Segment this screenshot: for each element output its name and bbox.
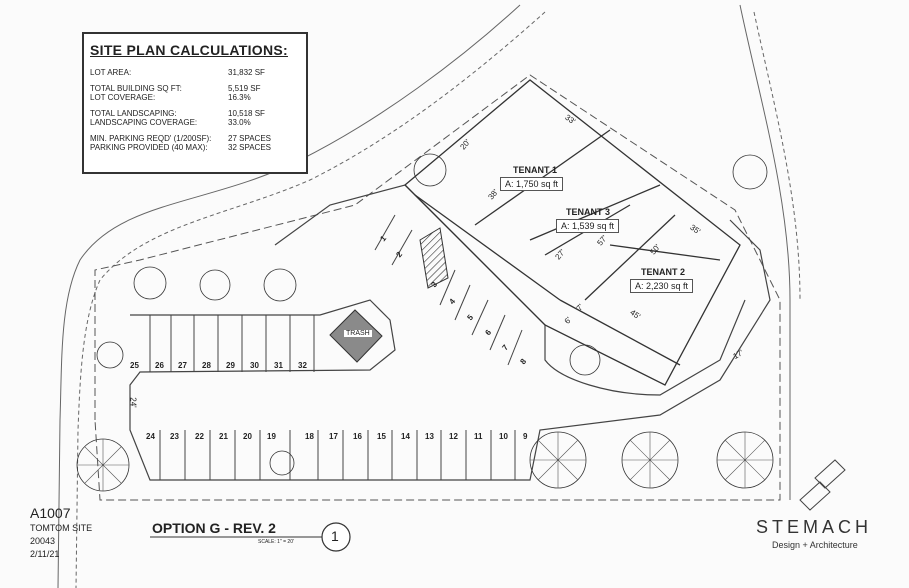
stemach-logo-icon xyxy=(799,459,846,511)
calc-row-landscaping-coverage: LANDSCAPING COVERAGE: 33.0% xyxy=(90,118,300,127)
parking-number: 28 xyxy=(202,361,211,370)
parking-number: 16 xyxy=(353,432,362,441)
project-number: 20043 xyxy=(30,536,56,546)
calc-row-min-parking: MIN. PARKING REQD' (1/200SF): 27 SPACES xyxy=(90,134,300,143)
calc-label: LOT COVERAGE: xyxy=(90,93,156,102)
parking-number: 12 xyxy=(449,432,458,441)
drawing-date: 2/11/21 xyxy=(30,549,60,559)
firm-tagline: Design + Architecture xyxy=(772,540,858,550)
parking-number: 15 xyxy=(377,432,386,441)
tree-icon xyxy=(732,154,768,190)
calculations-title: SITE PLAN CALCULATIONS: xyxy=(90,42,288,58)
inner-drive xyxy=(274,184,746,396)
hatched-ramp xyxy=(419,227,449,289)
calc-label: MIN. PARKING REQD' (1/200SF): xyxy=(90,134,212,143)
parking-number: 22 xyxy=(195,432,204,441)
calc-value: 33.0% xyxy=(228,118,251,127)
parking-number: 14 xyxy=(401,432,410,441)
drawing-number: 1 xyxy=(331,528,339,544)
calc-value: 31,832 SF xyxy=(228,68,265,77)
calc-value: 5,519 SF xyxy=(228,84,261,93)
property-line xyxy=(94,74,781,501)
parking-number: 29 xyxy=(226,361,235,370)
parking-number: 20 xyxy=(243,432,252,441)
parking-number: 21 xyxy=(219,432,228,441)
calc-row-lot-coverage: LOT COVERAGE: 16.3% xyxy=(90,93,300,102)
calc-value: 16.3% xyxy=(228,93,251,102)
calc-label: TOTAL BUILDING SQ FT: xyxy=(90,84,182,93)
tenant-2-label: TENANT 2 xyxy=(641,267,686,277)
calc-label: TOTAL LANDSCAPING: xyxy=(90,109,177,118)
project-name: TOMTOM SITE xyxy=(30,523,93,533)
firm-name: STEMACH xyxy=(756,517,873,537)
calc-value: 32 SPACES xyxy=(228,143,271,152)
tenant-2-area: A: 2,230 sq ft xyxy=(630,279,694,293)
tenant-1-area: A: 1,750 sq ft xyxy=(500,177,564,191)
sheet-number: A1007 xyxy=(30,505,71,521)
parking-lot-curb xyxy=(129,219,771,481)
tree-icon xyxy=(199,269,231,301)
calc-label: PARKING PROVIDED (40 MAX): xyxy=(90,143,208,152)
parking-stalls-angled xyxy=(374,214,523,366)
tenant-1-label: TENANT 1 xyxy=(513,165,558,175)
calc-label: LOT AREA: xyxy=(90,68,132,77)
tenant-3-area: A: 1,539 sq ft xyxy=(556,219,620,233)
trash-label: TRASH xyxy=(344,330,372,337)
parking-number: 30 xyxy=(250,361,259,370)
site-plan-calculations: SITE PLAN CALCULATIONS: LOT AREA: 31,832 … xyxy=(82,32,308,174)
parking-number: 19 xyxy=(267,432,276,441)
tree-icon xyxy=(569,344,601,376)
parking-number: 26 xyxy=(155,361,164,370)
calc-value: 10,518 SF xyxy=(228,109,265,118)
dimension-label: 24' xyxy=(128,397,138,408)
tree-icon xyxy=(269,450,295,476)
tenant-3-label: TENANT 3 xyxy=(566,207,611,217)
parking-stalls-top xyxy=(149,315,315,372)
street-curbs xyxy=(57,4,801,588)
tree-icon xyxy=(263,268,297,302)
parking-number: 27 xyxy=(178,361,187,370)
parking-stalls-bottom xyxy=(159,430,516,480)
tree-icon xyxy=(96,341,124,369)
calc-row-parking-provided: PARKING PROVIDED (40 MAX): 32 SPACES xyxy=(90,143,300,152)
calc-row-building-sqft: TOTAL BUILDING SQ FT: 5,519 SF xyxy=(90,84,300,93)
calc-row-lot-area: LOT AREA: 31,832 SF xyxy=(90,68,300,77)
parking-number: 9 xyxy=(523,432,528,441)
parking-number: 25 xyxy=(130,361,139,370)
option-title: OPTION G - REV. 2 xyxy=(152,520,276,536)
tree-icon xyxy=(133,266,167,300)
calc-value: 27 SPACES xyxy=(228,134,271,143)
tree-icon xyxy=(413,153,447,187)
parking-number: 32 xyxy=(298,361,307,370)
calc-row-landscaping: TOTAL LANDSCAPING: 10,518 SF xyxy=(90,109,300,118)
tree-canopy-detail xyxy=(77,432,773,491)
parking-number: 24 xyxy=(146,432,155,441)
parking-number: 18 xyxy=(305,432,314,441)
parking-number: 11 xyxy=(474,432,483,441)
calc-label: LANDSCAPING COVERAGE: xyxy=(90,118,198,127)
parking-number: 17 xyxy=(329,432,338,441)
parking-number: 13 xyxy=(425,432,434,441)
drawing-scale: SCALE: 1" = 20' xyxy=(258,539,294,545)
parking-number: 23 xyxy=(170,432,179,441)
parking-number: 31 xyxy=(274,361,283,370)
parking-number: 10 xyxy=(499,432,508,441)
